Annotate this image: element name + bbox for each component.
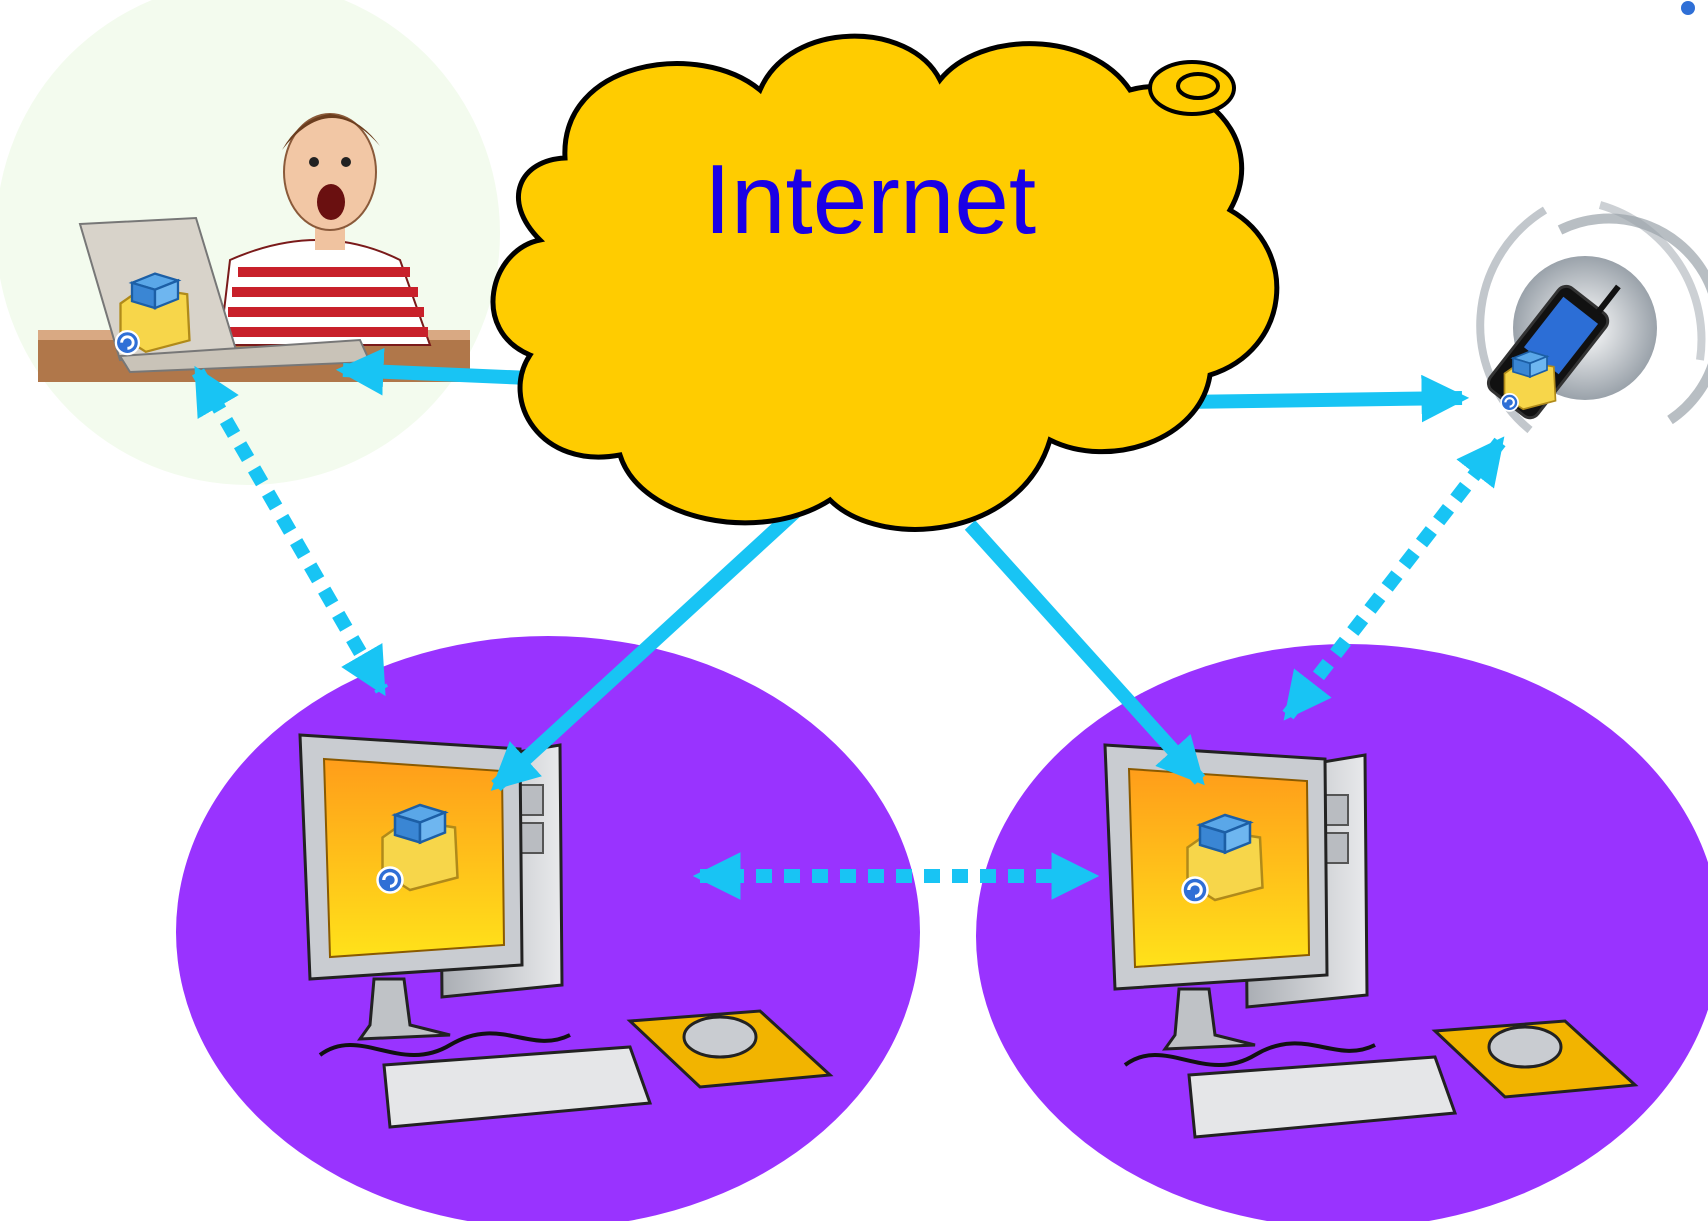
dotted-arrow-laptop-pc-left [191,365,389,697]
cloud-puff-icon [1148,60,1236,116]
dotted-arrow-phone-pc-right [1282,436,1506,721]
laptop-user [0,0,500,485]
cloud-shape [490,33,1280,532]
arrow-internet-to-laptop [335,347,531,396]
internet-label: Internet [704,144,1036,254]
mobile-phone-signal-icon [1476,201,1708,434]
arrow-internet-to-phone [1179,374,1470,423]
laptop-halo [0,0,500,485]
corner-sync-icon [1681,1,1695,15]
arrow-internet-to-pc-right [964,520,1206,786]
arrow-internet-to-pc-left [490,494,813,792]
internet-cloud: Internet [490,33,1280,532]
boy-with-laptop-icon [38,113,470,382]
